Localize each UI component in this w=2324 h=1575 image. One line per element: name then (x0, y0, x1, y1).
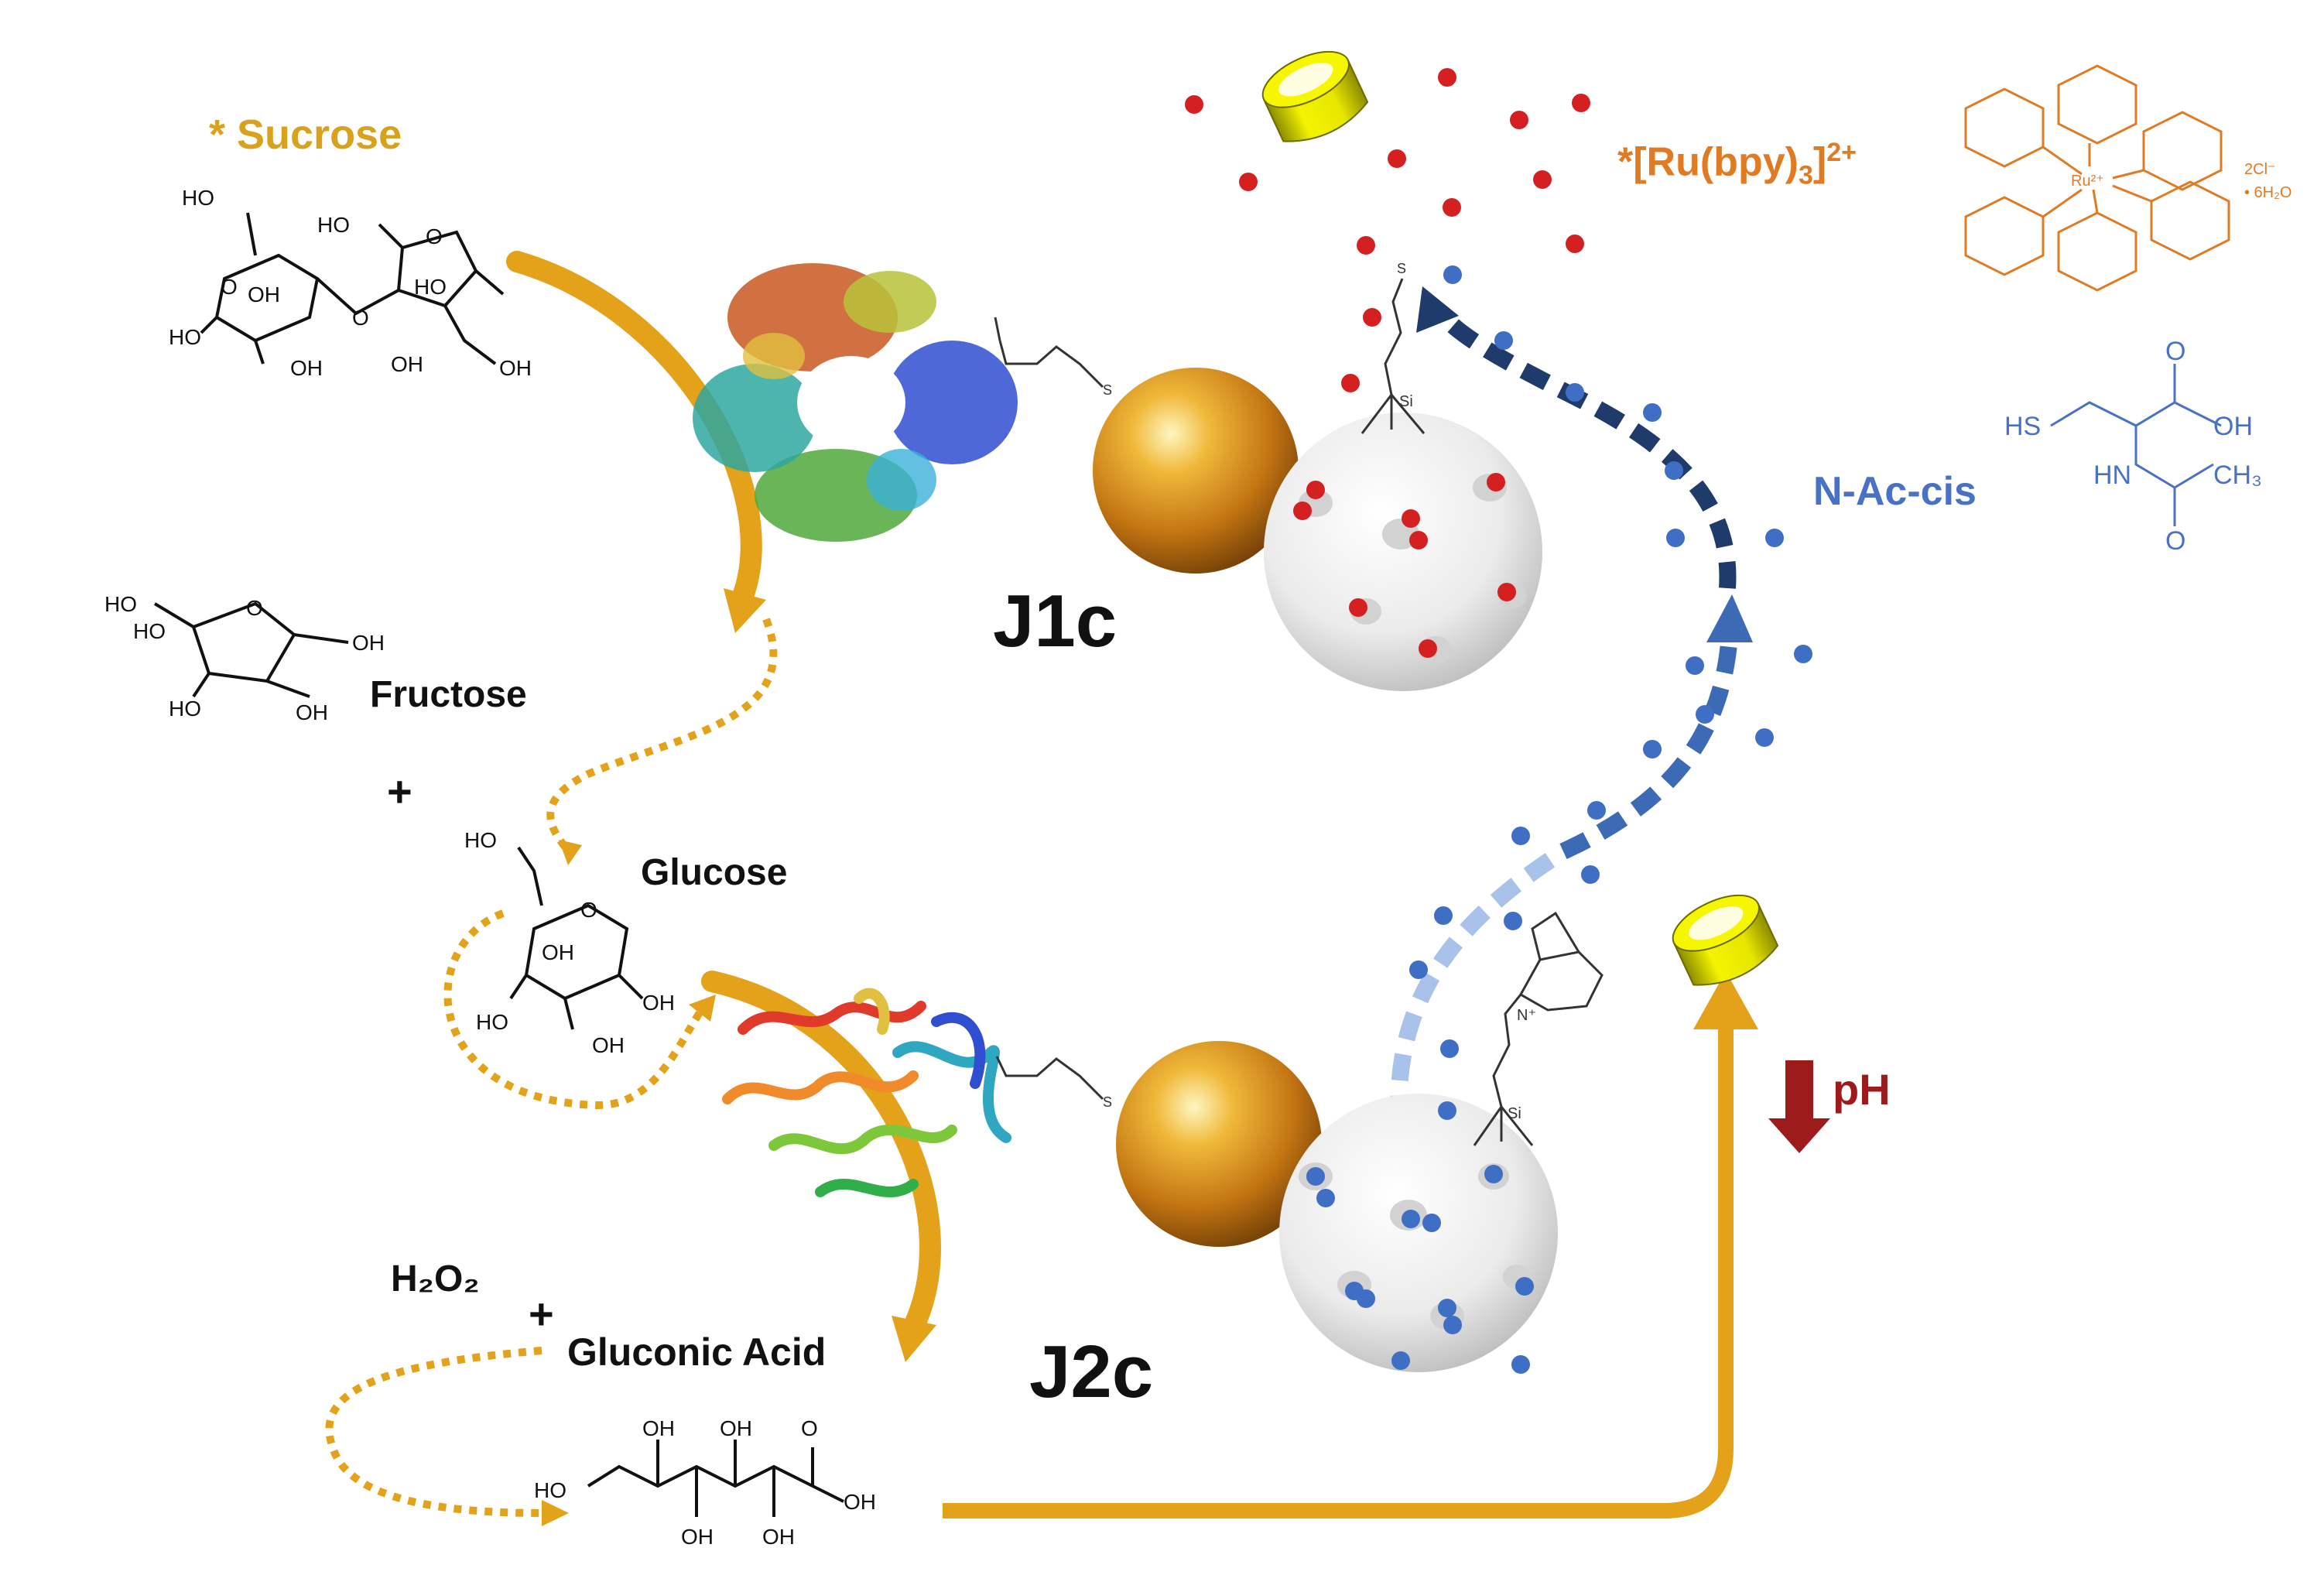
svg-text:O: O (580, 898, 597, 922)
mesoporous-silica-j2c (1279, 1094, 1558, 1372)
n-ac-cis-cargo-dots (1306, 265, 1812, 1374)
svg-text:OH: OH (352, 631, 385, 655)
svg-text:OH: OH (290, 356, 323, 380)
si-label-j2c: Si (1508, 1105, 1521, 1122)
svg-text:OH: OH (720, 1416, 752, 1440)
linker-j2c (995, 1056, 1104, 1101)
svg-text:HO: HO (182, 186, 214, 210)
svg-text:OH: OH (248, 282, 280, 306)
cyclodextrin-cap-top (1261, 50, 1369, 142)
svg-text:O: O (246, 596, 263, 620)
j1c-label: J1c (993, 580, 1118, 663)
ru-bpy-atom-labels: Ru²⁺ 2Cl⁻ • 6H₂O (2071, 161, 2291, 201)
svg-text:O: O (2165, 337, 2185, 366)
mesoporous-silica-j1c (1264, 413, 1542, 691)
release-arrowhead-top (1416, 286, 1459, 333)
svg-text:OH: OH (542, 940, 574, 964)
gold-nanoparticle-j2c (1116, 1041, 1322, 1247)
gold-nanoparticle-j1c (1093, 368, 1299, 574)
svg-text:Ru²⁺: Ru²⁺ (2071, 173, 2104, 190)
dotted-fructose-glucose-link (325, 618, 778, 1517)
svg-text:HO: HO (169, 325, 201, 349)
sucrose-atom-labels: HO HO OH O O HO O HO OH OH OH (169, 186, 532, 380)
plus-sign-1: + (387, 767, 412, 816)
svg-text:O: O (352, 306, 369, 330)
svg-text:• 6H₂O: • 6H₂O (2244, 184, 2291, 201)
fructose-atom-labels: HO HO O OH HO OH (104, 592, 385, 724)
glucose-label: Glucose (641, 852, 788, 893)
cargo-release-path (1390, 304, 1738, 1123)
dotted-arrowhead-loop (689, 995, 716, 1022)
dotted-arrowhead-gluconic (542, 1500, 569, 1526)
ru-bpy-cargo-dots (1185, 68, 1590, 658)
svg-text:CH₃: CH₃ (2213, 461, 2262, 490)
svg-text:OH: OH (296, 700, 328, 724)
silane-linker-j1c (1361, 278, 1426, 434)
gluconic-acid-structure (587, 1440, 844, 1517)
svg-text:OH: OH (592, 1033, 625, 1057)
svg-text:HO: HO (133, 619, 166, 643)
glucose-structure (509, 846, 644, 1030)
svg-text:HO: HO (534, 1478, 566, 1502)
svg-text:HO: HO (476, 1010, 508, 1034)
si-label-j1c: Si (1399, 393, 1413, 410)
svg-text:HN: HN (2093, 461, 2131, 490)
n-acetylcysteine-atom-labels: HS O OH HN CH₃ O (2004, 337, 2262, 556)
svg-text:OH: OH (844, 1490, 876, 1514)
svg-text:HO: HO (464, 828, 497, 852)
svg-text:HO: HO (104, 592, 137, 616)
ru-bpy-structure (1964, 64, 2230, 292)
fructose-label: Fructose (370, 674, 527, 715)
svg-text:OH: OH (681, 1525, 714, 1549)
silane-linker-j2c (1473, 911, 1604, 1146)
s-label-linker1: S (1103, 382, 1112, 398)
ru-bpy-sup: 2+ (1826, 138, 1857, 167)
svg-text:OH: OH (499, 356, 532, 380)
glucose-oxidation-arrow (701, 971, 941, 1362)
svg-text:HO: HO (169, 697, 201, 721)
ru-bpy-sub: 3 (1798, 160, 1813, 190)
sucrose-structure (200, 212, 505, 365)
svg-text:OH: OH (762, 1525, 795, 1549)
svg-text:OH: OH (642, 1416, 675, 1440)
ph-label: pH (1833, 1065, 1891, 1114)
gluconic-atom-labels: HO OH OH O OH OH OH (534, 1416, 876, 1549)
glucose-oxidase-enzyme (722, 988, 1011, 1197)
gluconic-acid-label: Gluconic Acid (567, 1330, 827, 1374)
svg-text:HO: HO (317, 213, 350, 237)
svg-text:HS: HS (2004, 412, 2041, 441)
fructose-structure (153, 601, 349, 698)
svg-text:HO: HO (414, 275, 447, 299)
ru-bpy-main: *[Ru(bpy) (1617, 139, 1799, 185)
invertase-enzyme (693, 263, 1018, 542)
plus-sign-2: + (529, 1289, 554, 1338)
release-arrowhead-mid (1706, 594, 1753, 642)
j2c-label: J2c (1029, 1330, 1154, 1413)
svg-text:OH: OH (391, 352, 423, 376)
dotted-arrowhead-glucose (559, 840, 582, 865)
svg-text:O: O (221, 275, 238, 299)
ru-bpy-label: *[Ru(bpy)3]2+ (1617, 138, 1857, 191)
cyclodextrin-cap-bottom (1672, 894, 1779, 986)
svg-text:O: O (801, 1416, 818, 1440)
svg-text:OH: OH (2213, 412, 2253, 441)
svg-text:O: O (426, 224, 443, 248)
n-plus-label-j2c: N⁺ (1517, 1007, 1536, 1024)
svg-text:O: O (2165, 526, 2185, 556)
n-ac-cis-label: N-Ac-cis (1813, 469, 1977, 514)
sucrose-label: * Sucrose (209, 111, 402, 158)
ph-trigger-arrow (943, 971, 1758, 1519)
glucose-atom-labels: HO O OH HO OH OH (464, 828, 675, 1057)
svg-text:OH: OH (642, 991, 675, 1015)
ru-bpy-close: ] (1812, 139, 1827, 185)
linker-j1c-carbonyl (994, 317, 1001, 341)
svg-text:2Cl⁻: 2Cl⁻ (2244, 161, 2276, 178)
h2o2-label: H₂O₂ (391, 1258, 480, 1299)
ph-down-arrow (1768, 1060, 1830, 1153)
s-label-linker2: S (1103, 1094, 1112, 1110)
linker-j1c (998, 340, 1104, 389)
s-label-j1c: S (1397, 261, 1406, 276)
n-acetylcysteine-structure (2050, 364, 2222, 526)
